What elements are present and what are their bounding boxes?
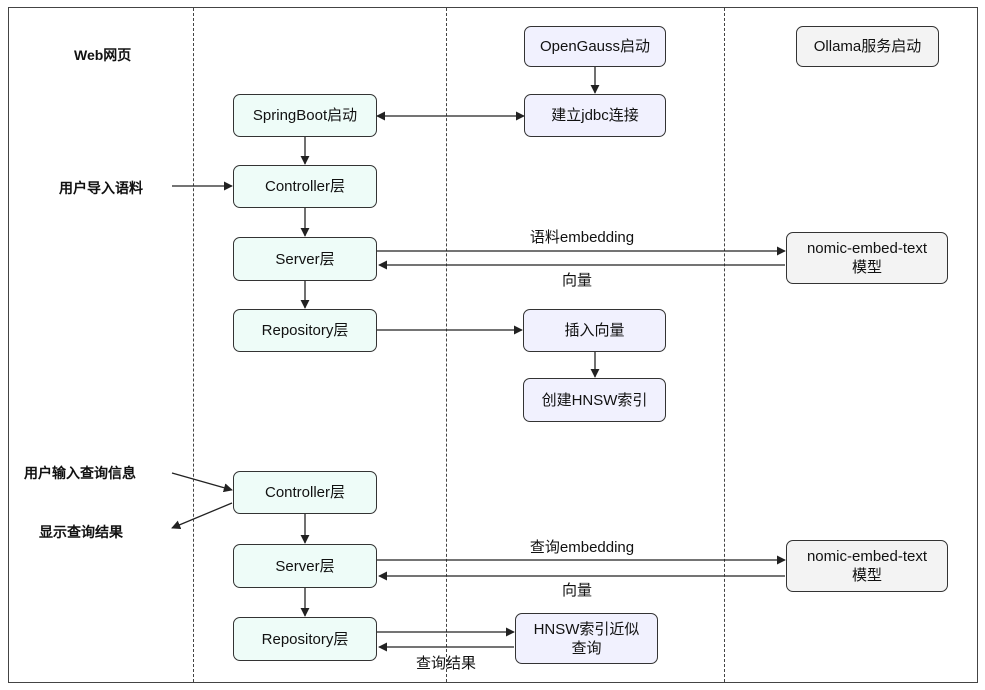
show-results-label: 显示查询结果 [39, 524, 123, 540]
create-hnsw-index-box: 创建HNSW索引 [523, 378, 666, 422]
insert-vector-box: 插入向量 [523, 309, 666, 352]
controller-layer-box: Controller层 [233, 165, 377, 208]
ollama-start-box: Ollama服务启动 [796, 26, 939, 67]
jdbc-connect-text: 建立jdbc连接 [551, 107, 639, 124]
insert-vector-text: 插入向量 [564, 322, 625, 339]
ollama-start-text: Ollama服务启动 [813, 38, 922, 55]
embed-model-box: nomic-embed-text 模型 [786, 232, 948, 284]
arrow-controller-to-results [171, 502, 233, 530]
repository-layer-box-2: Repository层 [233, 617, 377, 661]
server-layer-box: Server层 [233, 237, 377, 281]
springboot-start-box: SpringBoot启动 [233, 94, 377, 137]
repository-layer-text-2: Repository层 [261, 630, 349, 648]
repository-layer-text: Repository层 [261, 322, 349, 339]
query-result-label: 查询结果 [415, 655, 477, 672]
create-hnsw-index-text: 创建HNSW索引 [541, 391, 648, 409]
input-query-label: 用户输入查询信息 [24, 465, 136, 481]
controller-layer-text: Controller层 [264, 178, 346, 195]
lane-divider-2 [446, 8, 447, 682]
hnsw-query-line1: HNSW索引近似 [533, 620, 640, 638]
hnsw-query-box: HNSW索引近似 查询 [515, 613, 658, 664]
embed-model-2-line1: nomic-embed-text [806, 548, 928, 565]
repository-layer-box: Repository层 [233, 309, 377, 352]
embed-model-box-2: nomic-embed-text 模型 [786, 540, 948, 592]
hnsw-query-line2: 查询 [571, 639, 602, 657]
springboot-start-text: SpringBoot启动 [252, 107, 358, 124]
corpus-embedding-label: 语料embedding [529, 229, 635, 246]
arrow-input-to-controller [171, 472, 233, 493]
vector-label-2: 向量 [561, 582, 593, 599]
server-layer-text: Server层 [275, 250, 335, 268]
opengauss-start-box: OpenGauss启动 [524, 26, 666, 67]
controller-layer-box-2: Controller层 [233, 471, 377, 514]
embed-model-line1: nomic-embed-text [806, 240, 928, 257]
opengauss-start-text: OpenGauss启动 [539, 38, 651, 55]
jdbc-connect-box: 建立jdbc连接 [524, 94, 666, 137]
web-lane-label: Web网页 [74, 47, 132, 63]
query-embedding-label: 查询embedding [529, 539, 635, 556]
import-corpus-label: 用户导入语料 [59, 180, 143, 196]
lane-divider-1 [193, 8, 194, 682]
server-layer-text-2: Server层 [275, 557, 335, 575]
embed-model-line2: 模型 [851, 259, 882, 276]
embed-model-2-line2: 模型 [851, 567, 882, 584]
server-layer-box-2: Server层 [233, 544, 377, 588]
vector-label: 向量 [561, 272, 593, 289]
diagram-frame [8, 7, 978, 683]
controller-layer-text-2: Controller层 [264, 484, 346, 501]
lane-divider-3 [724, 8, 725, 682]
